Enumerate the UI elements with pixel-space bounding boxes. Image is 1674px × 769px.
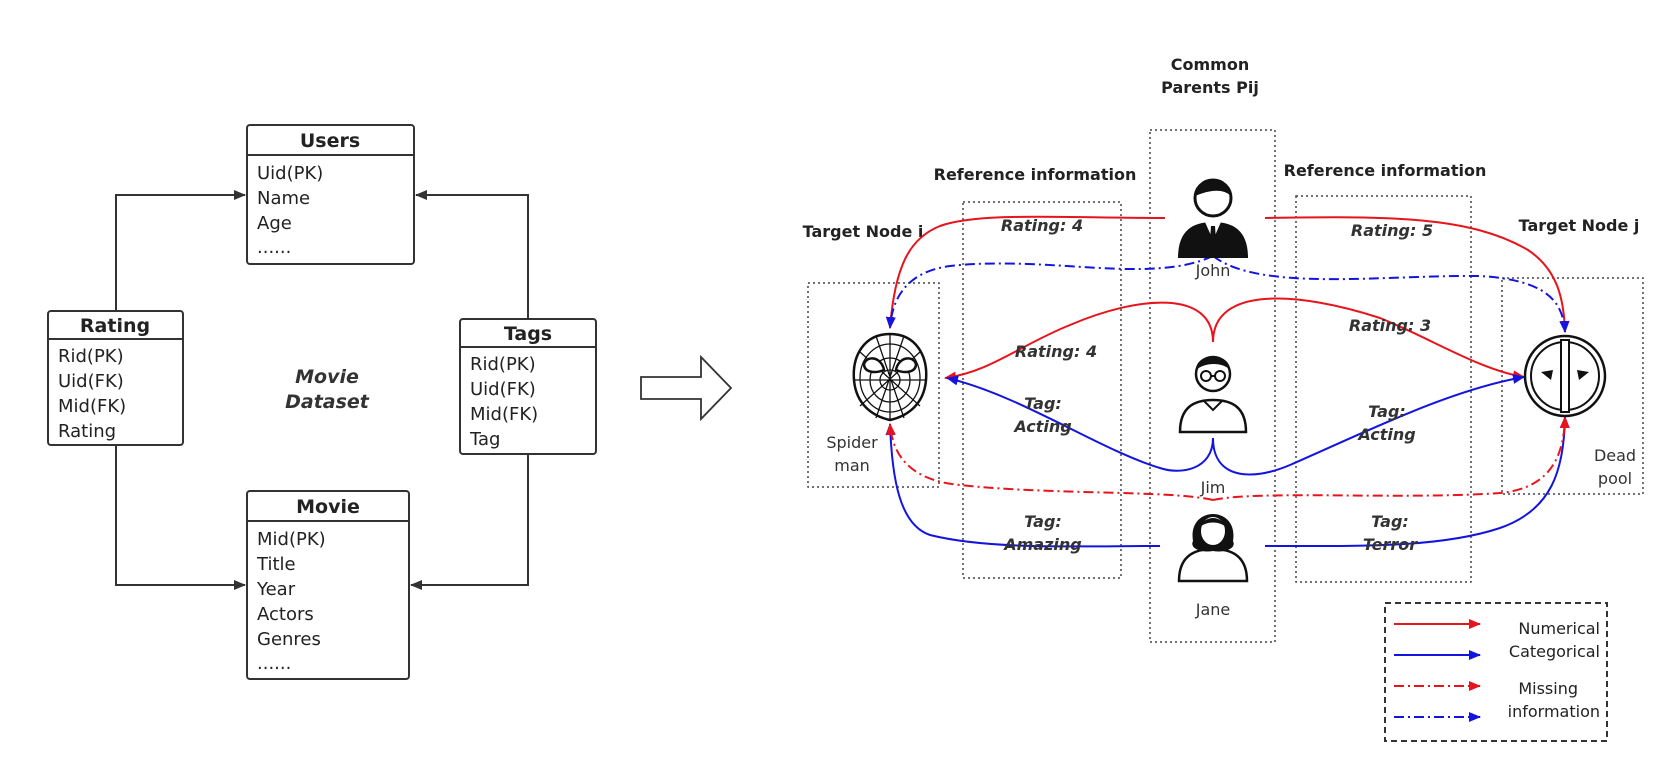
- target-j-heading: Target Node j: [1519, 216, 1640, 235]
- schema-diagram: Users Uid(PK) Name Age ...... Rating Rid…: [47, 124, 597, 680]
- tags-to-users-connector: [415, 190, 529, 319]
- common-parents-heading: Parents Pij: [1161, 78, 1259, 97]
- schema-connectors: [115, 190, 529, 590]
- legend: Numerical Categorical Missing informatio…: [1384, 602, 1608, 742]
- node-deadpool-label: pool: [1598, 469, 1632, 488]
- edge-john-deadpool-missing: [1212, 255, 1570, 333]
- node-deadpool-label: Dead: [1594, 446, 1636, 465]
- tags-title: Tags: [504, 323, 552, 345]
- tags-field: Rid(PK): [470, 354, 536, 375]
- edge-jim-spider-tag: [946, 375, 1214, 472]
- movie-field: Year: [256, 579, 296, 600]
- common-parents-heading: Common: [1171, 55, 1249, 74]
- node-jim-label: Jim: [1200, 478, 1226, 497]
- tags-field: Uid(FK): [470, 379, 536, 400]
- movie-table: Movie Mid(PK) Title Year Actors Genres .…: [246, 490, 410, 680]
- reference-right-heading: Reference information: [1284, 161, 1487, 180]
- users-title: Users: [300, 130, 360, 152]
- legend-numerical-label: Numerical: [1518, 619, 1600, 638]
- edge-john-spider-rating: [885, 215, 1166, 329]
- edge-jane-spider-missing: [885, 423, 1214, 501]
- legend-missing-label: information: [1508, 702, 1600, 721]
- edge-label-jane-tag-spider: Amazing: [1002, 535, 1082, 554]
- dataset-label-line1: Movie: [295, 366, 359, 388]
- edge-jane-deadpool-tag: [1264, 416, 1570, 548]
- edge-john-deadpool-rating: [1264, 216, 1570, 333]
- movie-field: ......: [257, 653, 291, 674]
- movie-field: Genres: [257, 629, 321, 650]
- target-i-box: [807, 282, 940, 488]
- edge-jane-deadpool-missing: [1212, 416, 1570, 501]
- person-suit-icon: [1178, 178, 1248, 258]
- reference-left-box: [962, 201, 1122, 579]
- tags-field: Mid(FK): [470, 404, 538, 425]
- edge-jim-spider-rating: [944, 301, 1214, 382]
- node-spiderman-label: Spider: [826, 433, 878, 452]
- users-table: Users Uid(PK) Name Age ......: [246, 124, 415, 265]
- graph-diagram: Common Parents Pij Reference information…: [803, 55, 1644, 742]
- edge-label-jim-deadpool: Rating: 3: [1349, 316, 1431, 335]
- users-field: ......: [257, 237, 291, 258]
- legend-categorical-label: Categorical: [1509, 642, 1600, 661]
- rating-field: Uid(FK): [58, 371, 124, 392]
- edge-label-jane-tag-spider: Tag:: [1024, 512, 1062, 531]
- person-woman-icon: [1177, 514, 1249, 583]
- edge-label-jim-tag-spider: Tag:: [1024, 394, 1062, 413]
- node-spiderman-label: man: [834, 456, 870, 475]
- edge-label-john-spider: Rating: 4: [1001, 216, 1083, 235]
- rating-field: Rating: [58, 421, 116, 442]
- common-parents-box: [1149, 129, 1276, 643]
- legend-box: [1384, 602, 1608, 742]
- dataset-label-line2: Dataset: [285, 391, 370, 413]
- tags-field: Tag: [469, 429, 500, 450]
- users-field: Age: [257, 213, 292, 234]
- edge-label-jane-tag-deadpool: Terror: [1363, 535, 1418, 554]
- edge-label-jim-spider: Rating: 4: [1015, 342, 1097, 361]
- edge-jane-spider-tag: [885, 423, 1161, 548]
- target-i-heading: Target Node i: [803, 222, 924, 241]
- rating-field: Rid(PK): [58, 346, 124, 367]
- deadpool-mask-icon: [1523, 334, 1607, 418]
- users-field: Uid(PK): [257, 163, 323, 184]
- edge-label-jim-tag-deadpool: Acting: [1356, 425, 1415, 444]
- edge-label-john-deadpool: Rating: 5: [1351, 221, 1433, 240]
- movie-field: Mid(PK): [257, 529, 326, 550]
- rating-to-movie-connector: [115, 445, 246, 590]
- users-field: Name: [257, 188, 310, 209]
- edge-label-jane-tag-deadpool: Tag:: [1371, 512, 1409, 531]
- target-j-box: [1501, 277, 1644, 495]
- tags-table: Tags Rid(PK) Uid(FK) Mid(FK) Tag: [459, 318, 597, 455]
- edge-label-jim-tag-deadpool: Tag:: [1368, 402, 1406, 421]
- rating-field: Mid(FK): [58, 396, 126, 417]
- reference-left-heading: Reference information: [934, 165, 1137, 184]
- person-glasses-icon: [1178, 355, 1248, 434]
- edge-jim-deadpool-rating: [1212, 297, 1525, 381]
- node-john-label: John: [1195, 261, 1231, 280]
- movie-field: Actors: [257, 604, 314, 625]
- node-jane-label: Jane: [1195, 600, 1231, 619]
- edge-label-jim-tag-spider: Acting: [1012, 417, 1071, 436]
- edge-john-spider-missing: [885, 255, 1214, 329]
- movie-field: Title: [256, 554, 296, 575]
- rating-title: Rating: [80, 315, 150, 337]
- movie-title: Movie: [296, 496, 360, 518]
- big-right-arrow-icon: [640, 354, 733, 422]
- edge-jim-deadpool-tag: [1212, 373, 1525, 476]
- legend-missing-label: Missing: [1518, 679, 1578, 698]
- tags-to-movie-connector: [410, 454, 529, 590]
- rating-table: Rating Rid(PK) Uid(FK) Mid(FK) Rating: [47, 310, 184, 446]
- spiderman-mask-icon: [852, 332, 928, 422]
- rating-to-users-connector: [115, 190, 246, 311]
